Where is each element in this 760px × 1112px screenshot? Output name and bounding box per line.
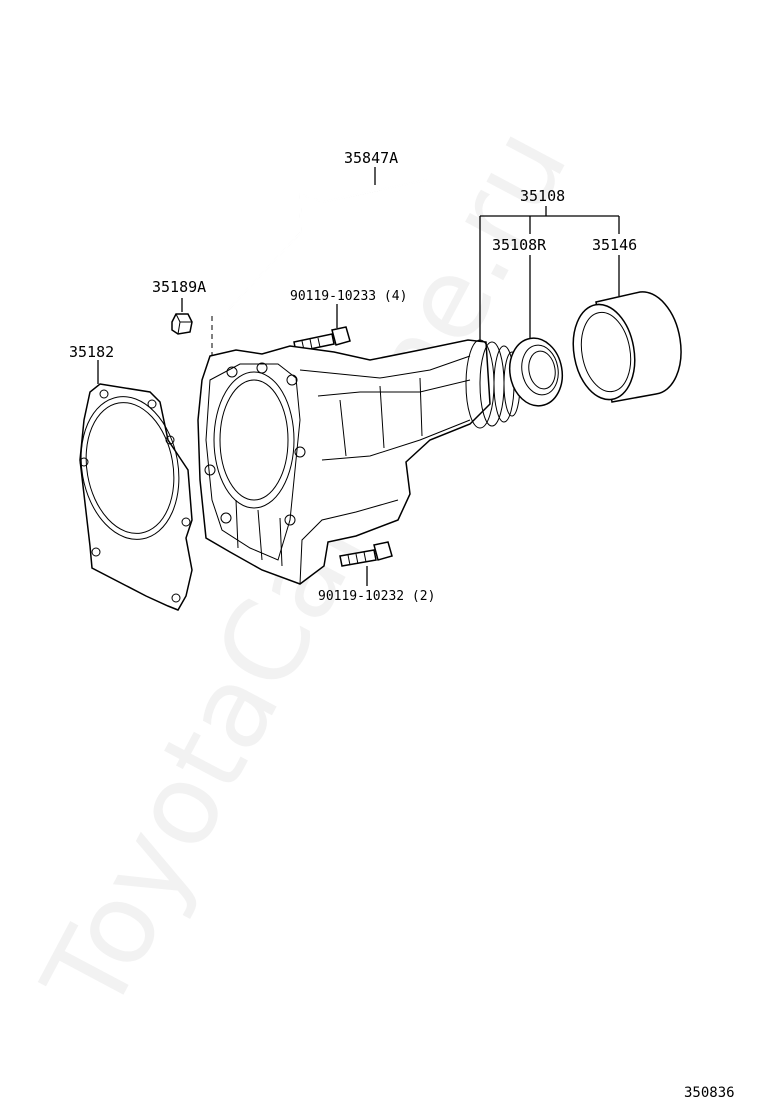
label-35182: 35182 xyxy=(69,343,114,361)
bushing-35146 xyxy=(572,291,682,403)
leader-lines xyxy=(97,167,620,586)
plug-35189a xyxy=(171,313,193,335)
tube-35847a xyxy=(224,179,427,317)
gasket-35182 xyxy=(79,383,193,611)
label-35108r: 35108R xyxy=(492,236,547,254)
label-35189a: 35189A xyxy=(152,278,206,296)
label-35108: 35108 xyxy=(520,187,565,205)
oil-seal-35108r xyxy=(508,337,564,407)
extension-housing xyxy=(197,339,521,585)
label-35146: 35146 xyxy=(592,236,637,254)
label-90119-10232: 90119-10232 (2) xyxy=(318,589,435,604)
label-90119-10233: 90119-10233 (4) xyxy=(290,289,407,304)
bolt-90119-10232 xyxy=(339,541,393,567)
callout-labels: 35847A 35108 35108R 35146 35189A 90119-1… xyxy=(69,149,735,1101)
diagram-number: 350836 xyxy=(684,1085,735,1101)
label-35847a: 35847A xyxy=(344,149,398,167)
